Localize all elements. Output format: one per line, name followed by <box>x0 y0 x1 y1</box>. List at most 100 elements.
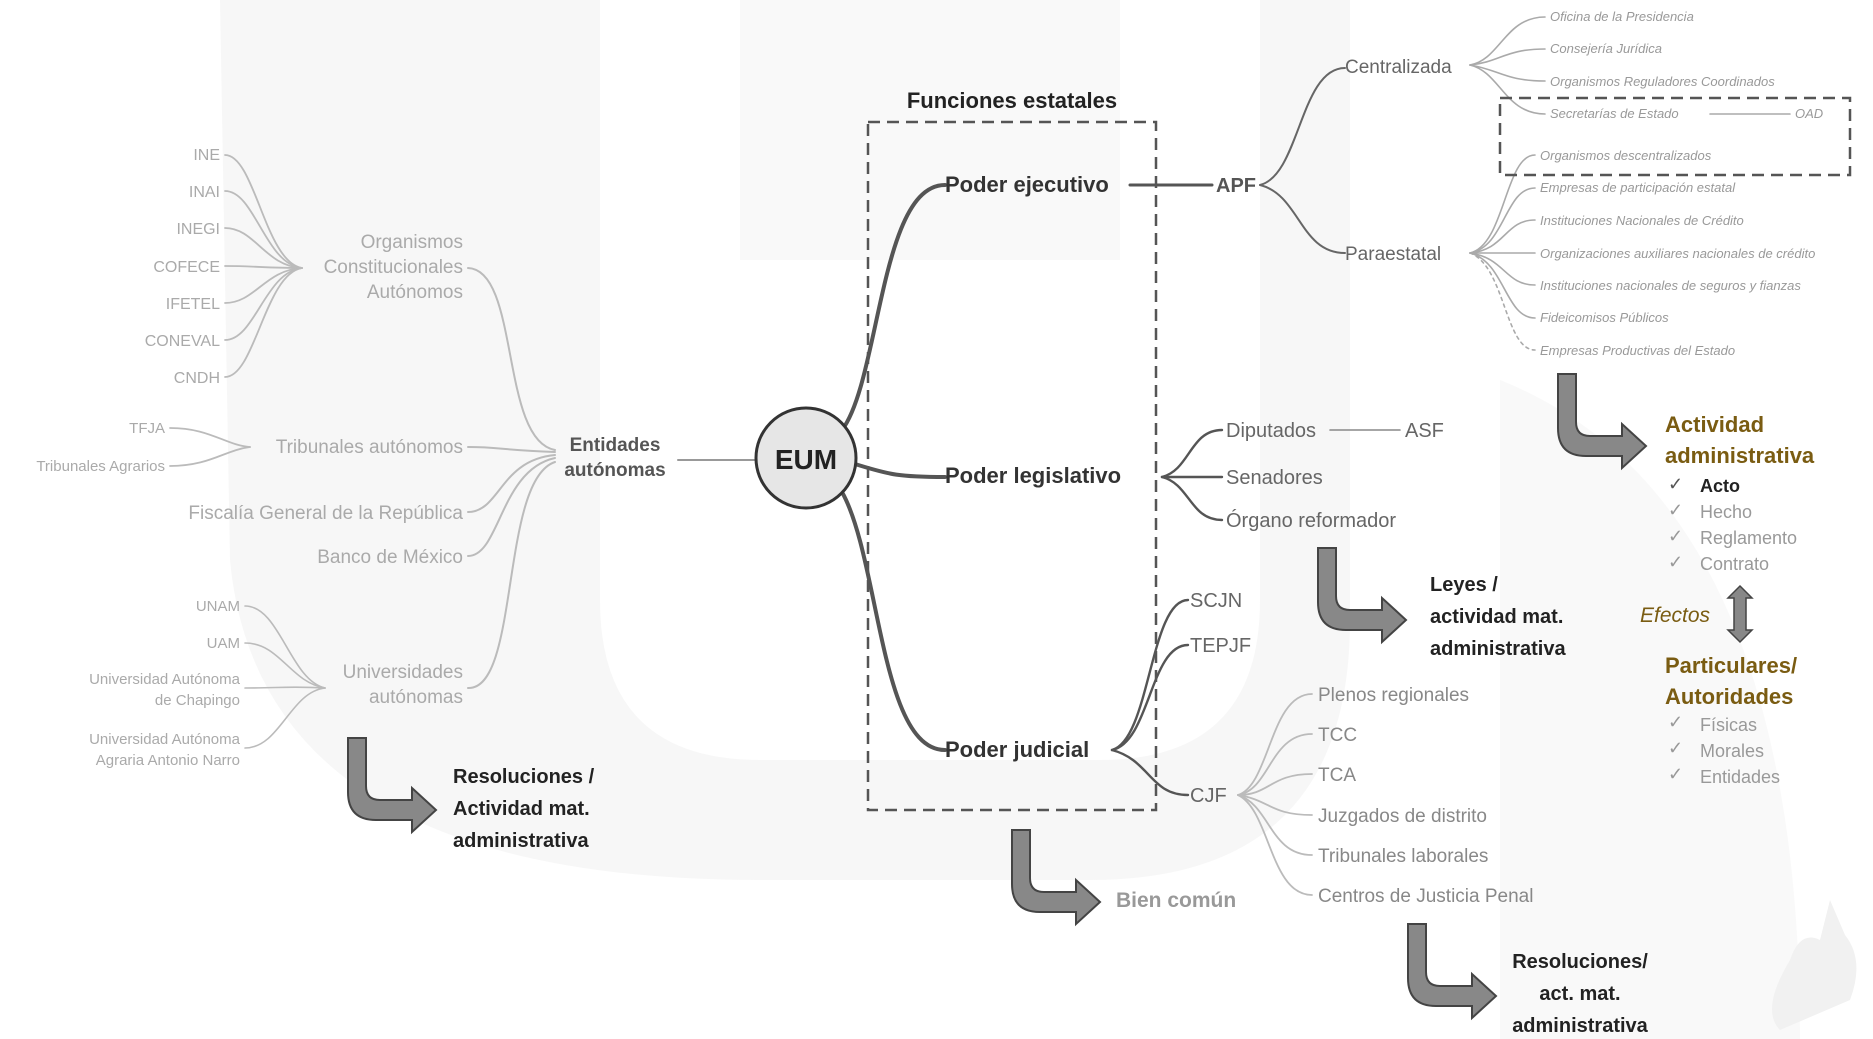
particulares-item: Físicas <box>1700 715 1757 735</box>
cjf-item: Tribunales laborales <box>1318 846 1488 867</box>
actividad-title-line: Actividad <box>1665 412 1764 437</box>
tribunales-item: TFJA <box>129 420 165 437</box>
paraestatal-item: Instituciones Nacionales de Crédito <box>1540 213 1744 228</box>
univ-item: UNAM <box>196 598 240 615</box>
actividad-item: Hecho <box>1700 502 1752 522</box>
double-arrow-icon <box>1726 584 1754 644</box>
output-line: administrativa <box>1430 638 1566 660</box>
output-funciones: Bien común <box>1116 889 1236 912</box>
mascot-watermark-icon <box>1772 900 1857 1030</box>
check-icon: ✓ <box>1668 474 1683 494</box>
oca-label-line: Organismos <box>361 232 463 253</box>
oca-item: IFETEL <box>166 296 220 313</box>
cjf-item: Plenos regionales <box>1318 685 1469 706</box>
paraestatal-item: Organismos descentralizados <box>1540 148 1712 163</box>
check-icon: ✓ <box>1668 712 1683 732</box>
check-icon: ✓ <box>1668 500 1683 520</box>
oca-item: COFECE <box>153 259 220 276</box>
legislativo-item: Senadores <box>1226 467 1323 489</box>
check-icon: ✓ <box>1668 764 1683 784</box>
cjf-item: Centros de Justicia Penal <box>1318 886 1533 907</box>
particulares-item: Morales <box>1700 741 1764 761</box>
paraestatal-item: Instituciones nacionales de seguros y fi… <box>1540 278 1801 293</box>
fiscalia-label: Fiscalía General de la República <box>188 503 463 524</box>
judicial-item: TEPJF <box>1190 635 1251 657</box>
poder-ejecutivo: Poder ejecutivo <box>945 172 1109 197</box>
check-icon: ✓ <box>1668 526 1683 546</box>
oca-items: INE INAI INEGI COFECE IFETEL CONEVAL CND… <box>145 147 220 387</box>
banxico-label: Banco de México <box>317 547 463 568</box>
particulares-items: ✓ Físicas ✓ Morales ✓ Entidades <box>1668 712 1780 787</box>
univ-label-line: Universidades <box>343 662 463 683</box>
efectos-label: Efectos <box>1640 604 1711 627</box>
actividad-item: Reglamento <box>1700 528 1797 548</box>
edge-eum-legislativo <box>853 462 947 479</box>
univ-label: Universidades autónomas <box>343 662 463 708</box>
oca-item: INEGI <box>176 221 220 238</box>
apf-label: APF <box>1216 175 1256 197</box>
edge-eum-ejecutivo <box>840 183 947 432</box>
cjf-item: TCA <box>1318 765 1356 786</box>
edge-eum-judicial <box>840 490 947 752</box>
output-line: administrativa <box>1512 1015 1648 1037</box>
output-line: actividad mat. <box>1430 606 1563 628</box>
paraestatal-item: Empresas de participación estatal <box>1540 180 1736 195</box>
entidades-label-line: autónomas <box>564 460 665 481</box>
judicial-item: CJF <box>1190 785 1227 807</box>
paraestatal-item: Empresas Productivas del Estado <box>1540 343 1735 358</box>
funciones-box <box>866 120 1158 812</box>
center-label: EUM <box>775 444 837 475</box>
oca-item: CNDH <box>174 370 220 387</box>
arrow-legislativo <box>1317 547 1407 643</box>
particulares-title-line: Autoridades <box>1665 684 1793 709</box>
oca-item: INAI <box>189 184 220 201</box>
funciones-title: Funciones estatales <box>907 88 1117 113</box>
oad-label: OAD <box>1795 106 1823 121</box>
tribunales-label: Tribunales autónomos <box>276 437 463 458</box>
edge-apf-centralizada <box>1259 67 1346 186</box>
output-line: act. mat. <box>1539 983 1620 1005</box>
output-line: Resoluciones / <box>453 766 595 788</box>
actividad-title-line: administrativa <box>1665 443 1815 468</box>
centralizada-item: Organismos Reguladores Coordinados <box>1550 74 1775 89</box>
centralizada-item: Secretarías de Estado <box>1550 106 1679 121</box>
paraestatal-items: Organismos descentralizados Empresas de … <box>1540 148 1815 358</box>
cjf-items: Plenos regionales TCC TCA Juzgados de di… <box>1318 685 1533 907</box>
output-judicial: Resoluciones/ act. mat. administrativa <box>1512 951 1648 1037</box>
oca-label-line: Constitucionales <box>324 257 463 278</box>
output-line: Resoluciones/ <box>1512 951 1648 973</box>
centralizada-label: Centralizada <box>1345 57 1452 78</box>
check-icon: ✓ <box>1668 552 1683 572</box>
actividad-item: Contrato <box>1700 554 1769 574</box>
paraestatal-label: Paraestatal <box>1345 244 1441 265</box>
asf-label: ASF <box>1405 420 1444 442</box>
tribunales-items: TFJA Tribunales Agrarios <box>36 420 165 475</box>
univ-label-line: autónomas <box>369 687 463 708</box>
cjf-item: TCC <box>1318 725 1357 746</box>
legislativo-item: Diputados <box>1226 420 1316 442</box>
output-entidades: Resoluciones / Actividad mat. administra… <box>453 766 595 852</box>
actividad-items: ✓ Acto ✓ Hecho ✓ Reglamento ✓ Contrato <box>1668 474 1797 574</box>
legislativo-item: Órgano reformador <box>1226 509 1396 532</box>
cjf-item: Juzgados de distrito <box>1318 806 1487 827</box>
tribunales-item: Tribunales Agrarios <box>36 458 165 475</box>
entidades-label-line: Entidades <box>570 435 661 456</box>
background-watermark <box>220 0 1800 1039</box>
paraestatal-item: Organizaciones auxiliares nacionales de … <box>1540 246 1815 261</box>
oad-highlight-box <box>1498 96 1852 177</box>
actividad-panel: Actividad administrativa ✓ Acto ✓ Hecho … <box>1640 412 1815 787</box>
edge-apf-paraestatal <box>1259 184 1346 254</box>
oca-item: CONEVAL <box>145 333 220 350</box>
particulares-title-line: Particulares/ <box>1665 653 1797 678</box>
check-icon: ✓ <box>1668 738 1683 758</box>
output-line: Actividad mat. <box>453 798 590 820</box>
arrow-judicial <box>1407 923 1497 1019</box>
arrow-apf <box>1557 373 1647 469</box>
paraestatal-item: Fideicomisos Públicos <box>1540 310 1669 325</box>
poder-legislativo: Poder legislativo <box>945 463 1121 488</box>
center-node: EUM <box>754 406 858 510</box>
oca-item: INE <box>193 147 220 164</box>
